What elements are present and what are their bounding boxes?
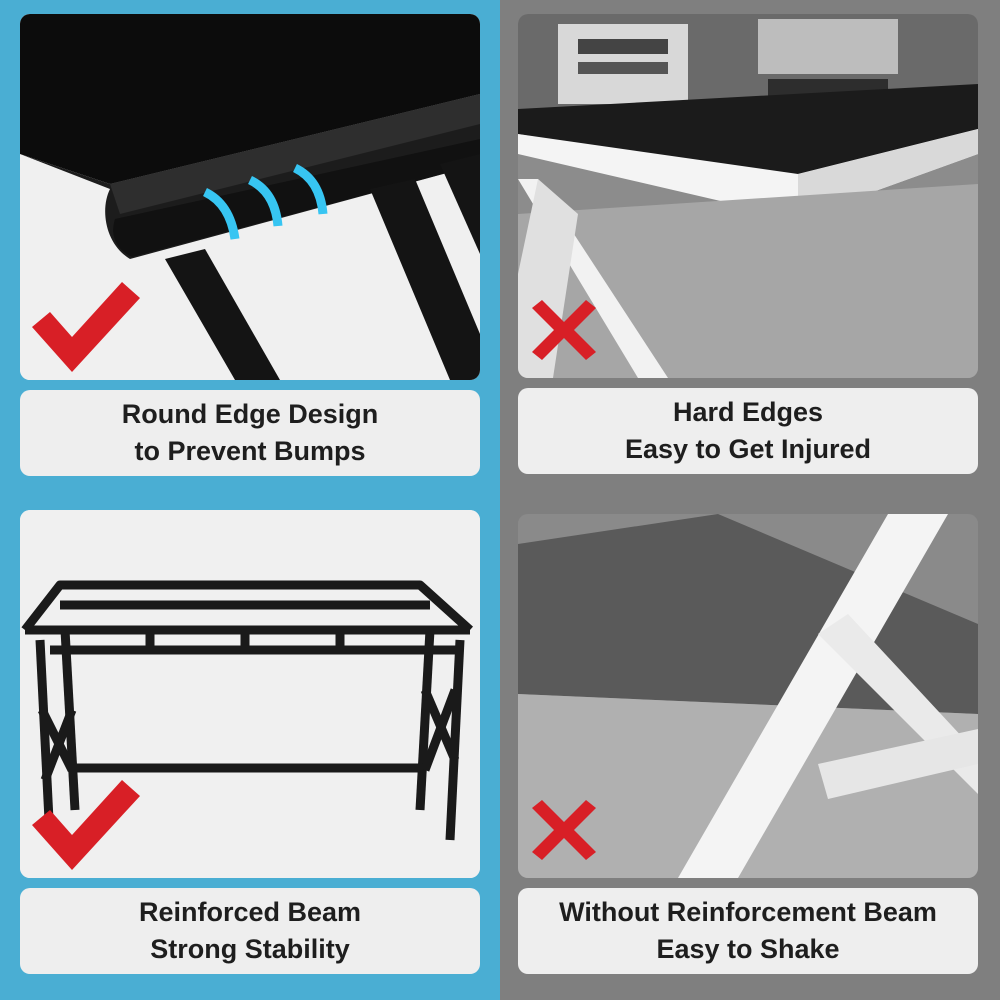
caption-line: Reinforced Beam <box>138 897 362 927</box>
caption-line: to Prevent Bumps <box>134 436 366 466</box>
caption-hard-edges: Hard Edges Easy to Get Injured <box>518 388 978 474</box>
hard-edge-photo <box>518 14 978 378</box>
cross-mark-icon <box>532 300 596 360</box>
caption-line: Hard Edges <box>672 397 824 427</box>
check-mark-icon <box>32 780 140 870</box>
reinforced-frame-photo <box>20 510 480 878</box>
caption-round-edge: Round Edge Design to Prevent Bumps <box>20 390 480 476</box>
cross-mark-icon <box>532 800 596 860</box>
no-reinforcement-illustration <box>518 514 978 878</box>
caption-line: Easy to Shake <box>656 934 840 964</box>
hard-edge-desk-illustration <box>518 14 978 378</box>
caption-reinforced-beam: Reinforced Beam Strong Stability <box>20 888 480 974</box>
caption-without-reinforcement: Without Reinforcement Beam Easy to Shake <box>518 888 978 974</box>
caption-line: Easy to Get Injured <box>624 434 872 464</box>
no-reinforcement-photo <box>518 514 978 878</box>
caption-line: Without Reinforcement Beam <box>559 897 937 927</box>
caption-line: Strong Stability <box>150 934 350 964</box>
check-mark-icon <box>32 282 140 372</box>
caption-line: Round Edge Design <box>121 399 379 429</box>
